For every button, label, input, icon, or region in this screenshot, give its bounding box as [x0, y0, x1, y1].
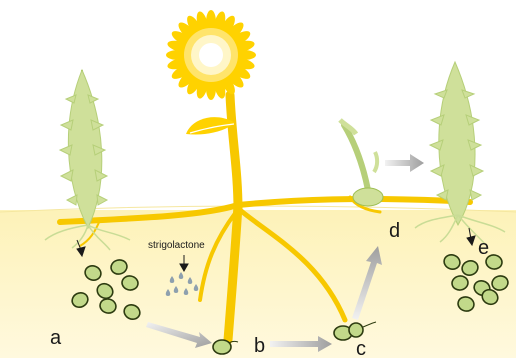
parasite-shoot-left — [60, 70, 107, 228]
strigolactone-label: strigolactone — [148, 240, 205, 251]
label-e: e — [478, 237, 489, 259]
arrow-d-to-e — [385, 154, 424, 172]
label-c: c — [356, 338, 366, 358]
label-d: d — [389, 220, 400, 242]
sunflower-head — [166, 10, 256, 100]
label-a: a — [50, 327, 62, 349]
host-stem — [186, 95, 238, 210]
emerging-shoot-d — [340, 120, 383, 206]
label-b: b — [254, 335, 265, 357]
